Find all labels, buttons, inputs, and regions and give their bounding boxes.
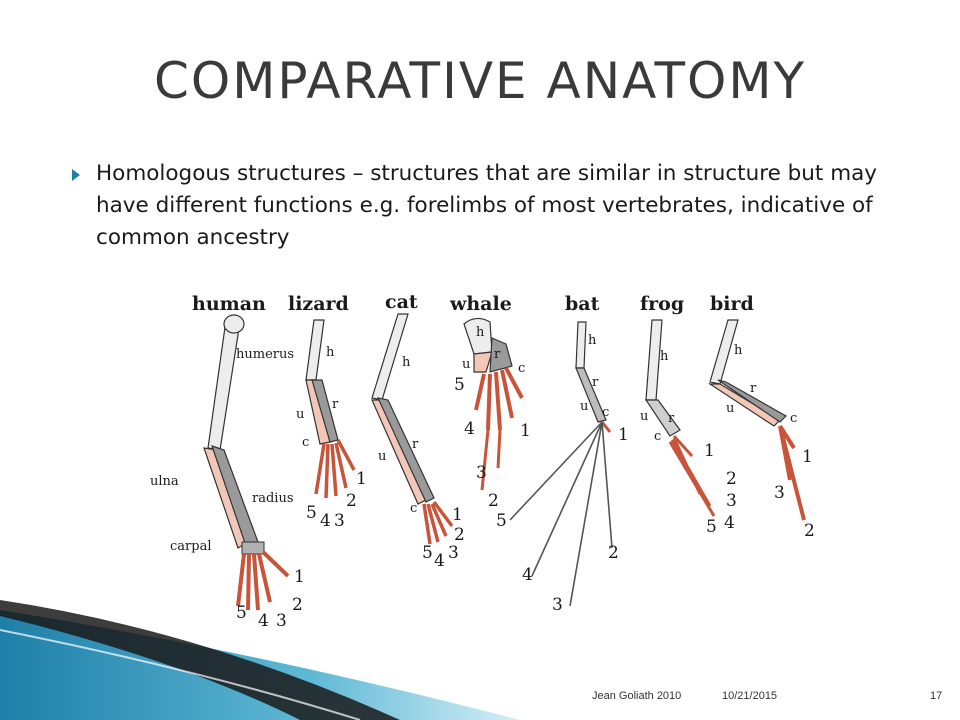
cat-digit-4: 4 <box>434 551 445 571</box>
whale-digit-3: 3 <box>476 463 487 483</box>
whale-limb: h r u c 1 2 3 4 5 <box>454 317 531 511</box>
bat-digit-3: 3 <box>552 595 563 615</box>
human-radius-label: radius <box>252 491 294 506</box>
whale-digit-2: 2 <box>488 491 499 511</box>
whale-digit-1: 1 <box>520 421 531 441</box>
decorative-swoosh <box>0 600 520 720</box>
cat-r-label: r <box>412 437 419 452</box>
human-carpal-label: carpal <box>170 539 211 554</box>
forelimb-diagram: human lizard cat whale bat frog bird hum… <box>150 291 815 630</box>
whale-digit-5: 5 <box>454 375 465 395</box>
human-ulna-label: ulna <box>150 474 179 489</box>
bat-c-label: c <box>602 405 609 420</box>
bat-h-label: h <box>588 333 597 348</box>
lizard-c-label: c <box>302 435 309 450</box>
human-humerus-label: humerus <box>236 347 294 362</box>
bird-r-label: r <box>750 381 757 396</box>
lizard-digit-1: 1 <box>356 469 367 489</box>
lizard-digit-3: 3 <box>334 511 345 531</box>
label-human: human <box>192 293 266 315</box>
human-digit-3: 3 <box>276 611 287 630</box>
whale-u-label: u <box>462 357 470 372</box>
frog-digit-4: 4 <box>724 513 735 533</box>
frog-limb: h r u c 1 2 3 4 5 <box>640 319 737 537</box>
bird-u-label: u <box>726 401 734 416</box>
lizard-u-label: u <box>296 407 304 422</box>
bullet-item: Homologous structures – structures that … <box>72 158 892 254</box>
lizard-limb: h r u c 1 2 3 4 5 <box>296 319 367 531</box>
whale-c-label: c <box>518 361 525 376</box>
cat-digit-2: 2 <box>454 525 465 545</box>
human-limb: humerus ulna radius carpal 1 2 3 4 5 <box>150 314 305 630</box>
lizard-digit-4: 4 <box>320 511 331 531</box>
lizard-digit-2: 2 <box>346 491 357 511</box>
slide-title: COMPARATIVE ANATOMY <box>153 52 807 110</box>
cat-digit-1: 1 <box>452 505 463 525</box>
lizard-r-label: r <box>332 397 339 412</box>
frog-u-label: u <box>640 409 648 424</box>
label-cat: cat <box>385 291 418 313</box>
bird-h-label: h <box>734 343 743 358</box>
bat-digit-5: 5 <box>496 511 507 531</box>
frog-c-label: c <box>654 429 661 444</box>
frog-digit-3: 3 <box>726 491 737 511</box>
cat-h-label: h <box>402 355 411 370</box>
bird-c-label: c <box>790 411 797 426</box>
whale-h-label: h <box>476 325 485 340</box>
lizard-digit-5: 5 <box>306 503 317 523</box>
bullet-arrow-icon <box>72 169 80 181</box>
bird-digit-2: 2 <box>804 521 815 541</box>
human-digit-1: 1 <box>294 567 305 587</box>
bat-digit-4: 4 <box>522 565 533 585</box>
cat-digit-3: 3 <box>448 543 459 563</box>
cat-c-label: c <box>410 501 417 516</box>
footer-author: Jean Goliath 2010 <box>592 690 682 702</box>
label-frog: frog <box>640 293 684 315</box>
frog-digit-1: 1 <box>704 441 715 461</box>
label-whale: whale <box>449 293 512 315</box>
lizard-h-label: h <box>326 345 335 360</box>
label-bird: bird <box>710 293 754 315</box>
bat-u-label: u <box>580 399 588 414</box>
bird-limb: h r u c 1 2 3 <box>707 319 815 541</box>
bat-limb: h r u c 1 2 3 4 5 <box>496 321 629 615</box>
frog-digit-5: 5 <box>706 517 717 537</box>
cat-u-label: u <box>378 449 386 464</box>
bat-r-label: r <box>592 375 599 390</box>
label-lizard: lizard <box>288 293 349 315</box>
bird-digit-1: 1 <box>802 447 813 467</box>
bird-digit-3: 3 <box>774 483 785 503</box>
cat-limb: h r u c 1 2 3 4 5 <box>371 313 465 571</box>
frog-digit-2: 2 <box>726 469 737 489</box>
whale-digit-4: 4 <box>464 419 475 439</box>
frog-h-label: h <box>660 349 669 364</box>
bat-digit-1: 1 <box>618 425 629 445</box>
frog-r-label: r <box>668 411 675 426</box>
footer-date: 10/21/2015 <box>722 690 778 702</box>
human-digit-5: 5 <box>236 603 247 623</box>
label-bat: bat <box>565 293 600 315</box>
human-digit-4: 4 <box>258 611 269 630</box>
cat-digit-5: 5 <box>422 543 433 563</box>
bullet-text: Homologous structures – structures that … <box>96 161 878 250</box>
bat-digit-2: 2 <box>608 543 619 563</box>
human-digit-2: 2 <box>292 595 303 615</box>
footer-page-number: 17 <box>930 690 943 702</box>
whale-r-label: r <box>494 347 501 362</box>
